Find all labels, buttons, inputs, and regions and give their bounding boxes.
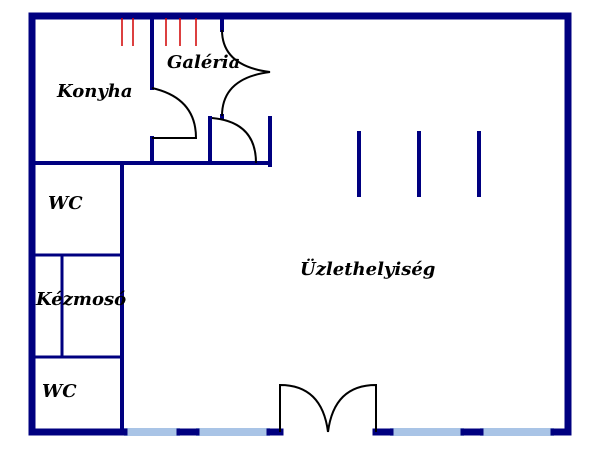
- outer-walls: [28, 12, 572, 436]
- room-label-shop: Üzlethelyiség: [300, 259, 436, 280]
- room-label-wc-lower: WC: [42, 381, 77, 402]
- door-gallery: [221, 29, 271, 117]
- door-entrance-left: [279, 383, 329, 433]
- door-entrance-right: [327, 383, 377, 433]
- window-2: [196, 428, 270, 436]
- window-4: [480, 428, 554, 436]
- room-label-kitchen: Konyha: [57, 81, 133, 102]
- shop-racks: [357, 131, 481, 197]
- window-3: [390, 428, 464, 436]
- room-label-washroom: Kézmosó: [36, 289, 127, 310]
- door-corridor: [211, 117, 257, 164]
- door-kitchen: [151, 87, 198, 139]
- interior-walls: [30, 14, 272, 434]
- staircase: [121, 18, 197, 46]
- window-1: [124, 428, 180, 436]
- doors: [151, 29, 377, 433]
- room-label-wc-upper: WC: [48, 193, 83, 214]
- bottom-windows: [124, 428, 554, 436]
- room-label-gallery: Galéria: [167, 52, 241, 73]
